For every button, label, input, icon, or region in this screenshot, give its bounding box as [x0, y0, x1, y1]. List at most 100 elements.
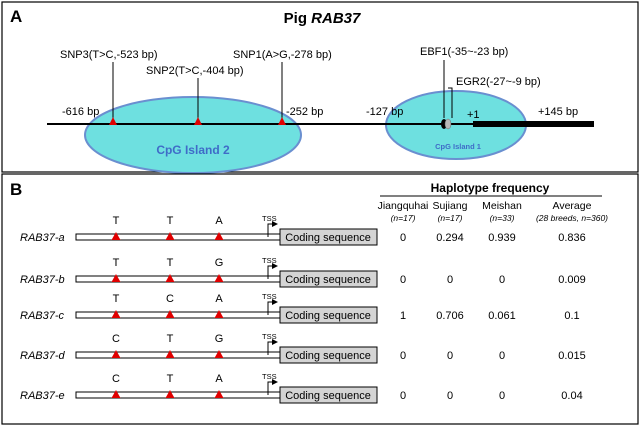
snp-marker	[111, 390, 121, 398]
snp-marker	[111, 310, 121, 318]
haplotype-name: RAB37-d	[20, 350, 66, 362]
snp-allele: A	[215, 293, 223, 305]
snp-marker	[111, 232, 121, 240]
tss-arrow-icon	[267, 339, 278, 355]
panel-a: A Pig RAB37 CpG Island 2 CpG Island 1 SN…	[1, 1, 639, 174]
snp-allele: C	[112, 333, 120, 345]
ebf1-label: EBF1(-35~-23 bp)	[420, 46, 508, 58]
haplotype-frequency-header: Haplotype frequency	[431, 181, 550, 195]
snp-marker	[111, 350, 121, 358]
snp3-label: SNP3(T>C,-523 bp)	[60, 49, 158, 61]
tss-arrow-icon	[267, 221, 278, 237]
panel-b-frame	[1, 173, 639, 425]
column-header-3: Meishan	[482, 200, 522, 212]
frequency-value: 0.04	[561, 390, 582, 402]
snp2-marker	[194, 117, 202, 125]
coding-sequence-label: Coding sequence	[285, 310, 371, 322]
egr2-label: EGR2(-27~-9 bp)	[456, 76, 541, 88]
snp-allele: C	[166, 293, 174, 305]
column-header-1: Jiangquhai	[378, 200, 429, 212]
frequency-value: 0.939	[488, 232, 516, 244]
frequency-value: 0	[447, 390, 453, 402]
frequency-value: 0.836	[558, 232, 586, 244]
tss-label: TSS	[262, 292, 277, 301]
tss-label: TSS	[262, 256, 277, 265]
exon-block	[473, 121, 594, 127]
snp2-label: SNP2(T>C,-404 bp)	[146, 65, 244, 77]
frequency-value: 0	[400, 274, 406, 286]
snp-marker	[214, 390, 224, 398]
coding-sequence-box	[279, 306, 378, 324]
column-sample-size-3: (n=33)	[490, 213, 515, 223]
cpg-island-1-label: CpG Island 1	[435, 142, 481, 151]
frequency-value: 0	[499, 274, 505, 286]
snp-marker	[165, 310, 175, 318]
column-sample-size-4: (28 breeds, n=360)	[536, 213, 608, 223]
haplotype-name: RAB37-a	[20, 232, 65, 244]
haplotype-name: RAB37-e	[20, 390, 65, 402]
tss-arrow-icon	[267, 299, 278, 315]
column-header-2: Sujiang	[432, 200, 467, 212]
snp-allele: A	[215, 373, 223, 385]
snp1-marker	[278, 117, 286, 125]
cpg-island-2-label: CpG Island 2	[156, 143, 230, 157]
frequency-value: 0.015	[558, 350, 586, 362]
snp-allele: T	[167, 215, 174, 227]
snp-allele: T	[113, 215, 120, 227]
panel-a-title: Pig RAB37	[284, 10, 361, 27]
snp-allele: A	[215, 215, 223, 227]
frequency-value: 0.294	[436, 232, 464, 244]
tss-label: TSS	[262, 214, 277, 223]
frequency-value: 1	[400, 310, 406, 322]
tss-arrow-icon	[267, 263, 278, 279]
frequency-value: 0.706	[436, 310, 464, 322]
promoter-bar	[75, 351, 281, 359]
haplotype-name: RAB37-b	[20, 274, 65, 286]
snp-allele: G	[215, 333, 224, 345]
snp-allele: T	[167, 373, 174, 385]
column-sample-size-2: (n=17)	[438, 213, 463, 223]
coding-sequence-box	[279, 346, 378, 364]
column-header-4: Average	[553, 200, 592, 212]
panel-b-letter: B	[10, 180, 22, 199]
snp-allele: T	[113, 293, 120, 305]
promoter-bar	[75, 391, 281, 399]
column-sample-size-1: (n=17)	[391, 213, 416, 223]
pos-145: +145 bp	[538, 106, 578, 118]
snp-marker	[165, 274, 175, 282]
tss-label: TSS	[262, 372, 277, 381]
coding-sequence-label: Coding sequence	[285, 274, 371, 286]
column-headers: Jiangquhai(n=17)Sujiang(n=17)Meishan(n=3…	[378, 200, 609, 223]
tss-arrow-icon	[267, 379, 278, 395]
frequency-value: 0	[499, 350, 505, 362]
coding-sequence-label: Coding sequence	[285, 390, 371, 402]
snp-allele: T	[167, 333, 174, 345]
haplotype-row: RAB37-a Coding sequence TSS T T A 0 0.294 0.939 0…	[20, 214, 586, 246]
promoter-bar	[75, 311, 281, 319]
coding-sequence-box	[279, 270, 378, 288]
cpg-island-2	[84, 96, 302, 174]
snp-marker	[111, 274, 121, 282]
snp-marker	[214, 232, 224, 240]
pos-616: -616 bp	[62, 106, 99, 118]
frequency-value: 0	[400, 350, 406, 362]
frequency-value: 0	[400, 232, 406, 244]
coding-sequence-box	[279, 228, 378, 246]
haplotype-name: RAB37-c	[20, 310, 65, 322]
snp-marker	[214, 274, 224, 282]
coding-sequence-label: Coding sequence	[285, 232, 371, 244]
snp-marker	[165, 390, 175, 398]
frequency-value: 0	[499, 390, 505, 402]
coding-sequence-label: Coding sequence	[285, 350, 371, 362]
panel-b: B Haplotype frequency Jiangquhai(n=17)Su…	[1, 173, 639, 425]
frequency-value: 0	[447, 274, 453, 286]
snp-allele: G	[215, 257, 224, 269]
egr2-site	[444, 118, 452, 130]
pos-252: -252 bp	[286, 106, 323, 118]
